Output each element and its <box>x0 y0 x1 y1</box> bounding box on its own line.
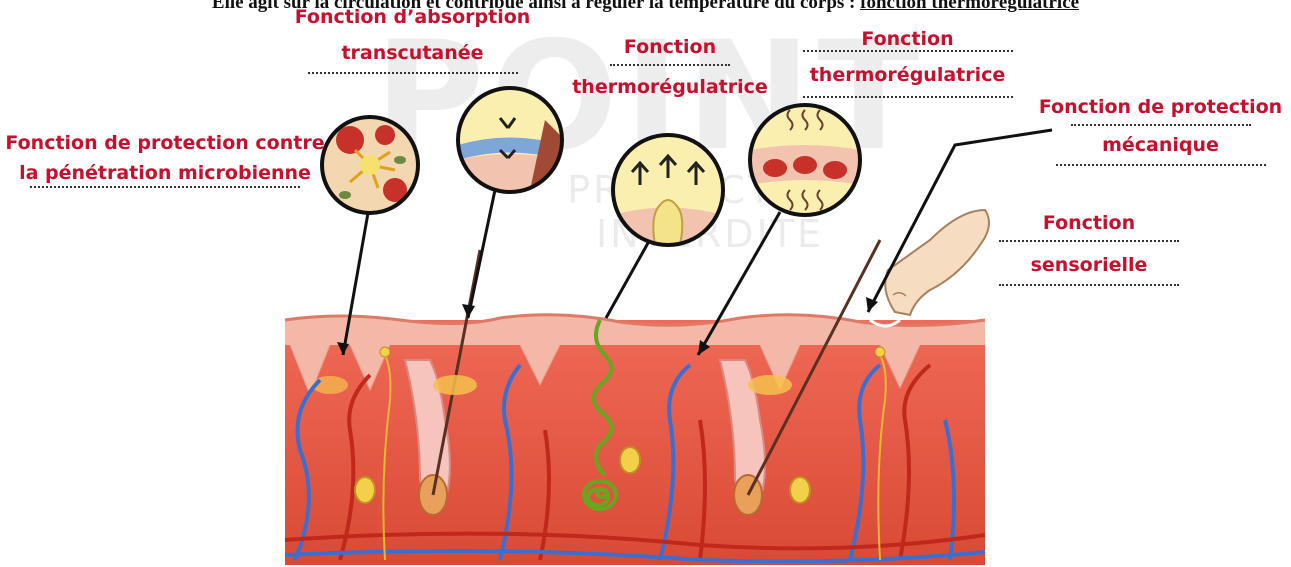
label-line: Fonction <box>570 32 770 62</box>
finger-illustration <box>885 210 989 315</box>
label-line: transcutanée <box>280 38 545 68</box>
label-line: la pénétration microbienne <box>5 158 325 188</box>
label-sensorielle: Fonction sensorielle <box>998 208 1180 286</box>
label-absorption: Fonction d’absorption transcutanée <box>280 2 545 74</box>
label-line: thermorégulatrice <box>570 72 770 102</box>
zoom-circle-absorption <box>458 88 565 318</box>
label-thermo-sweat: Fonction thermorégulatrice <box>570 32 770 102</box>
label-line: mécanique <box>1038 130 1283 160</box>
label-line: Fonction <box>998 208 1180 238</box>
label-line: Fonction de protection contre <box>5 128 325 158</box>
label-line: sensorielle <box>998 250 1180 280</box>
label-line: thermorégulatrice <box>800 60 1015 90</box>
zoom-circle-thermoregulation-sweat <box>606 135 723 318</box>
label-protection-microbienne: Fonction de protection contre la pénétra… <box>5 128 325 188</box>
label-thermo-vessels: Fonction thermorégulatrice <box>800 24 1015 98</box>
label-line: Fonction d’absorption <box>280 2 545 32</box>
label-line: Fonction de protection <box>1038 92 1283 122</box>
label-protection-mecanique: Fonction de protection mécanique <box>1038 92 1283 166</box>
